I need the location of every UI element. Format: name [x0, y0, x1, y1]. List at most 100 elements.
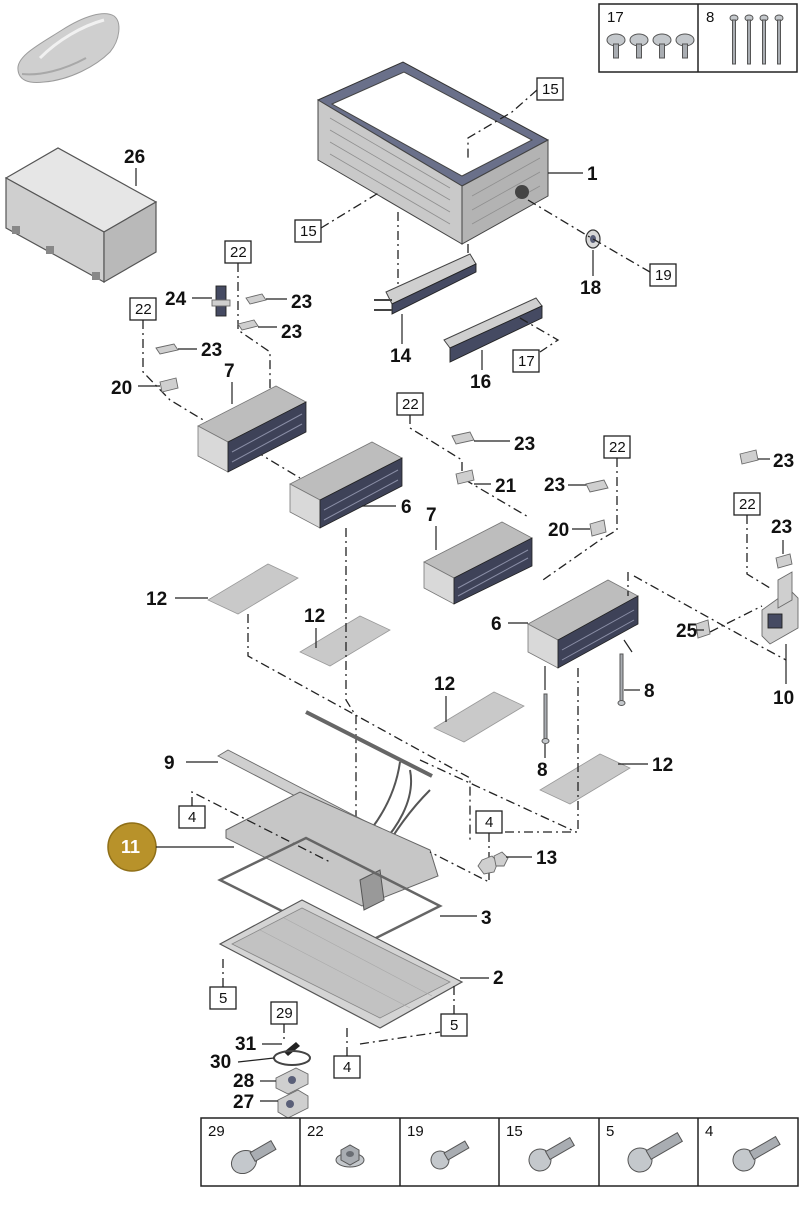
fastener-label: 4 — [705, 1123, 713, 1140]
header-cell-label: 17 — [607, 9, 624, 26]
part-13-nut[interactable] — [477, 851, 509, 875]
part-31-pin[interactable] — [284, 1042, 300, 1056]
label-18: 18 — [580, 278, 601, 299]
callout-label: 11 — [121, 837, 140, 857]
label-16: 16 — [470, 372, 491, 393]
part-18-grommet[interactable] — [585, 229, 601, 249]
label-8: 8 — [537, 760, 548, 781]
header-cell-8[interactable]: 8 — [706, 9, 784, 65]
label-26: 26 — [124, 147, 145, 168]
label-14: 14 — [390, 346, 412, 367]
part-1-battery-frame[interactable] — [316, 61, 550, 245]
part-12-thermal-pad[interactable] — [207, 563, 299, 615]
part-25-clip[interactable] — [695, 619, 711, 639]
box-label: 17 — [518, 353, 535, 370]
part-23-clip[interactable] — [739, 449, 759, 465]
part-23-clip[interactable] — [585, 479, 609, 493]
part-14-side-panel[interactable] — [374, 253, 477, 315]
leader-line — [237, 1057, 275, 1063]
label-25: 25 — [676, 621, 698, 642]
label-20: 20 — [111, 378, 132, 399]
label-9: 9 — [164, 753, 175, 774]
part-20-clip[interactable] — [159, 377, 179, 393]
label-12: 12 — [146, 589, 167, 610]
label-30: 30 — [210, 1052, 231, 1073]
fastener-cell-22[interactable]: 22 — [307, 1123, 365, 1168]
dashed-leader — [142, 320, 301, 479]
part-24-bracket[interactable] — [211, 285, 231, 317]
box-label: 4 — [188, 809, 196, 826]
part-7-battery-module[interactable] — [423, 521, 533, 605]
box-15-top[interactable] — [536, 77, 564, 101]
part-28-valve[interactable] — [275, 1067, 309, 1095]
part-12-thermal-pad[interactable] — [433, 691, 525, 743]
box-label: 19 — [655, 267, 672, 284]
header-cell-label: 8 — [706, 9, 714, 26]
part-27-valve-base[interactable] — [277, 1089, 309, 1119]
fastener-cell-4[interactable]: 4 — [705, 1123, 783, 1175]
part-26-cover[interactable] — [4, 147, 158, 284]
dashed-leader — [498, 668, 579, 833]
box-label: 5 — [219, 990, 227, 1007]
part-23-clip[interactable] — [451, 431, 475, 445]
dashed-leader — [627, 572, 787, 661]
part-20-clip[interactable] — [589, 519, 607, 537]
box-label: 22 — [230, 244, 247, 261]
fastener-label: 5 — [606, 1123, 614, 1140]
part-23-clip[interactable] — [155, 343, 179, 355]
dashed-leader — [709, 605, 763, 633]
bolt-long-icon — [729, 14, 784, 65]
dashed-leader — [746, 515, 771, 589]
box-label: 5 — [450, 1017, 458, 1034]
part-12-thermal-pad[interactable] — [299, 615, 391, 667]
part-10-connector-bracket[interactable] — [761, 571, 799, 645]
box-label: 4 — [485, 814, 493, 831]
box-label: 15 — [542, 81, 559, 98]
part-21-clip[interactable] — [455, 469, 475, 485]
label-20: 20 — [548, 520, 569, 541]
dashed-leader — [539, 458, 618, 583]
label-23: 23 — [291, 292, 312, 313]
vehicle-thumbnail[interactable] — [17, 13, 120, 83]
part-2-housing-tray[interactable] — [218, 899, 464, 1029]
fastener-label: 22 — [307, 1123, 324, 1140]
header-cell-17[interactable]: 17 — [606, 9, 695, 59]
label-6: 6 — [401, 497, 412, 518]
label-23: 23 — [773, 451, 794, 472]
label-23: 23 — [771, 517, 792, 538]
label-2: 2 — [493, 968, 504, 989]
label-23: 23 — [514, 434, 535, 455]
fastener-cell-5[interactable]: 5 — [606, 1123, 686, 1176]
label-23: 23 — [201, 340, 222, 361]
part-23-clip[interactable] — [775, 553, 793, 569]
box-17[interactable] — [512, 349, 540, 373]
label-13: 13 — [536, 848, 557, 869]
part-30-o-ring[interactable] — [273, 1050, 311, 1066]
part-8-bolt[interactable] — [541, 693, 550, 744]
dashed-leader — [247, 614, 471, 840]
fastener-cell-19[interactable]: 19 — [407, 1123, 471, 1172]
dashed-leader — [527, 199, 651, 273]
callout-11[interactable]: 11 — [107, 822, 157, 872]
part-23-clip[interactable] — [237, 319, 259, 331]
part-8-bolt[interactable] — [617, 653, 626, 706]
part-23-clip[interactable] — [245, 293, 267, 305]
part-6-battery-module[interactable] — [527, 579, 639, 669]
box-15-left[interactable] — [294, 219, 322, 243]
box-19[interactable] — [649, 263, 677, 287]
fastener-label: 19 — [407, 1123, 424, 1140]
fastener-label: 15 — [506, 1123, 523, 1140]
part-6-battery-module[interactable] — [289, 441, 403, 529]
label-3: 3 — [481, 908, 492, 929]
part-12-thermal-pad[interactable] — [539, 753, 631, 805]
fastener-cell-15[interactable]: 15 — [506, 1123, 578, 1175]
screw-icon — [528, 1136, 575, 1172]
part-16-side-panel[interactable] — [443, 297, 543, 363]
part-7-battery-module[interactable] — [197, 385, 307, 473]
header-parts-table: 17 8 — [598, 3, 798, 73]
fastener-cell-29[interactable]: 29 — [208, 1123, 279, 1178]
screw-icon — [430, 1140, 470, 1170]
dashed-leader — [237, 263, 271, 390]
screw-icon — [732, 1135, 781, 1172]
